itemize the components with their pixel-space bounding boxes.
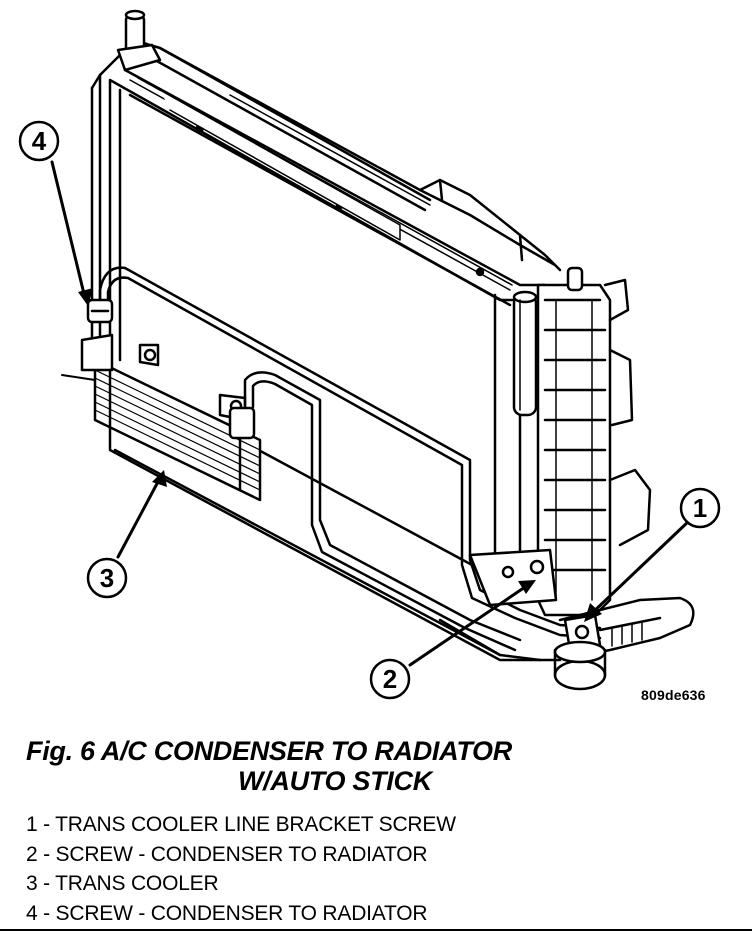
lower-hose-fittings <box>553 596 695 691</box>
leader-arrow-1 <box>588 518 692 617</box>
callout-1: 1 <box>679 487 721 529</box>
legend-item: 4 - SCREW - CONDENSER TO RADIATOR <box>26 901 428 925</box>
callout-2: 2 <box>369 658 411 700</box>
image-reference-code: 809de636 <box>641 687 706 703</box>
radiator-rear-frame <box>90 38 562 362</box>
receiver-drier <box>512 290 538 417</box>
bottom-divider <box>0 929 752 931</box>
callout-4: 4 <box>18 120 60 162</box>
lower-mounting-bracket <box>108 368 562 662</box>
trans-cooler <box>61 333 262 502</box>
arrowhead-1 <box>584 603 602 622</box>
arrowhead-4 <box>78 288 93 306</box>
svg-text:1: 1 <box>693 493 707 523</box>
leader-arrow-3 <box>116 476 162 559</box>
left-top-post <box>116 9 162 72</box>
arrowhead-2 <box>518 580 536 594</box>
leader-arrow-4 <box>50 160 87 300</box>
radiator-side-tank <box>536 266 652 617</box>
svg-text:2: 2 <box>383 664 397 694</box>
svg-text:4: 4 <box>32 126 47 156</box>
screw-condenser-to-radiator-upper <box>86 298 114 324</box>
legend-list: 1 - TRANS COOLER LINE BRACKET SCREW 2 - … <box>26 810 456 928</box>
radiator-condenser-diagram: 1 2 3 4 <box>18 9 721 700</box>
legend-item: 1 - TRANS COOLER LINE BRACKET SCREW <box>26 813 456 836</box>
leader-arrow-2 <box>408 583 530 667</box>
caption-title-line-2: W/AUTO STICK <box>238 766 432 796</box>
callout-3: 3 <box>86 557 128 599</box>
condenser-core <box>108 68 547 592</box>
svg-text:3: 3 <box>100 563 114 593</box>
caption-title-line-1: Fig. 6 A/C CONDENSER TO RADIATOR <box>26 736 512 766</box>
legend-item: 3 - TRANS COOLER <box>26 872 219 895</box>
leader-arrows <box>50 160 692 667</box>
legend-item: 2 - SCREW - CONDENSER TO RADIATOR <box>26 842 428 866</box>
arrowhead-3 <box>152 470 167 487</box>
